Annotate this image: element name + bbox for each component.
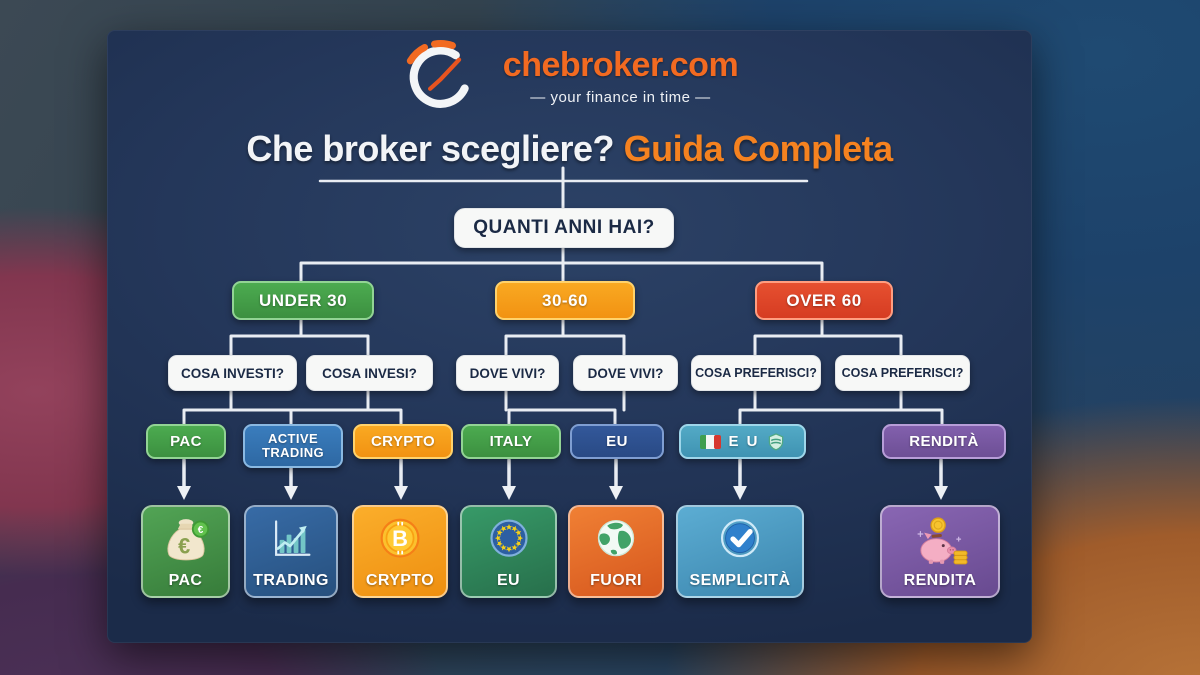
outcome-card-crypto: B CRYPTO [352,505,448,598]
outcome-label: EU [496,572,521,589]
node-question-dove-vivi-1: DOVE VIVI? [456,355,559,391]
svg-text:B: B [392,526,408,551]
node-answer-eu: EU [570,424,664,459]
outcome-card-fuori: FUORI [568,505,664,598]
node-branch-under-30: UNDER 30 [232,281,374,320]
node-answer-italy: ITALY [461,424,561,459]
outcome-label: CRYPTO [365,572,435,589]
stock-chart-icon [275,520,311,556]
brand-name: chebroker.com [502,46,739,84]
svg-text:€: € [178,534,190,559]
node-branch-30-60: 30-60 [495,281,635,320]
down-arrow-icon [177,486,948,500]
node-answer-pac: PAC [146,424,226,459]
speedometer-clock-icon [406,40,469,108]
brand-tagline: — your finance in time — [530,89,711,106]
it-eu-label: E U [728,433,760,450]
node-root-question: QUANTI ANNI HAI? [454,208,674,248]
outcome-label: FUORI [590,572,642,589]
money-bag-icon: € € [166,519,209,561]
infographic-panel: chebroker.com — your finance in time — C… [107,30,1032,643]
node-branch-over-60: OVER 60 [755,281,893,320]
node-question-cosa-investi: COSA INVESTI? [168,355,297,391]
node-answer-crypto: CRYPTO [353,424,453,459]
node-answer-rendita: RENDITÀ [882,424,1006,459]
outcome-label: SEMPLICITÀ [689,572,791,589]
outcome-card-semplicita: SEMPLICITÀ [676,505,804,598]
node-question-dove-vivi-2: DOVE VIVI? [573,355,678,391]
node-question-cosa-invesi: COSA INVESI? [306,355,433,391]
svg-text:€: € [197,525,203,536]
outcome-card-pac: € € PAC [141,505,230,598]
logo: chebroker.com — your finance in time — [107,40,1032,112]
node-answer-it-eu: E U [679,424,806,459]
outcome-label: TRADING [253,572,329,589]
piggy-bank-icon [917,517,968,565]
title-main: Che broker scegliere? [246,128,615,169]
outcome-card-trading: TRADING [244,505,338,598]
shield-icon [768,432,783,451]
flow-connectors [177,166,948,500]
globe-icon [597,519,635,557]
page-title: Che broker scegliere? Guida Completa [107,128,1032,170]
eu-flag-icon [489,519,528,557]
italy-flag-icon [700,434,722,449]
title-highlight: Guida Completa [623,128,894,169]
node-question-cosa-preferisci-2: COSA PREFERISCI? [835,355,970,391]
outcome-card-eu: EU [460,505,557,598]
outcome-label: RENDITA [903,572,977,589]
outcome-label: PAC [168,572,203,589]
node-question-cosa-preferisci-1: COSA PREFERISCI? [691,355,821,391]
outcome-card-rendita: RENDITA [880,505,1000,598]
bitcoin-icon: B [380,518,420,558]
check-circle-icon [720,519,760,558]
